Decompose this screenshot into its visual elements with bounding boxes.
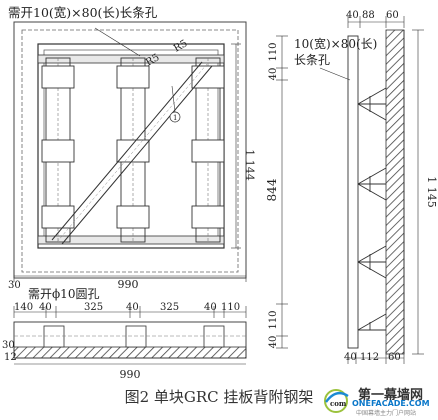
bottom-horizontal-bar bbox=[37, 235, 225, 245]
bottom-total-dimension: 990 bbox=[14, 363, 246, 381]
svg-text:1 145: 1 145 bbox=[425, 176, 438, 208]
side-view: 40 88 60 10(宽)×80(长) bbox=[265, 10, 438, 364]
svg-text:40: 40 bbox=[268, 336, 279, 349]
svg-text:325: 325 bbox=[160, 302, 179, 313]
section-hatch-strip bbox=[13, 346, 247, 359]
slot-note: 需开10(宽)×80(长)长条孔 bbox=[8, 5, 158, 20]
side-top-dimensions: 40 88 60 bbox=[346, 10, 405, 28]
svg-text:40: 40 bbox=[126, 302, 139, 313]
panel-outline bbox=[13, 21, 247, 279]
bottom-left-dim-b: 12 bbox=[4, 352, 17, 363]
logo-tagline: 中国幕墙主力门户网站 bbox=[356, 410, 417, 417]
site-logo: com 第一幕墙网 ONEFACADE.COM 中国幕墙主力门户网站 bbox=[322, 384, 432, 417]
svg-text:110: 110 bbox=[268, 310, 279, 329]
svg-text:40: 40 bbox=[268, 68, 279, 81]
svg-text:40: 40 bbox=[204, 302, 217, 313]
radius-label-b: R5 bbox=[172, 38, 190, 54]
height-dimension: 1 144 bbox=[231, 43, 256, 249]
svg-text:844: 844 bbox=[265, 178, 279, 201]
slot-leader bbox=[94, 27, 141, 57]
svg-text:1 144: 1 144 bbox=[243, 149, 256, 181]
logo-mark-icon: com bbox=[324, 389, 349, 413]
diagonal-brace bbox=[51, 61, 213, 245]
side-vertical-post bbox=[347, 35, 359, 349]
logo-main-text: 第一幕墙网 bbox=[358, 388, 424, 403]
bottom-left-dim-a: 30 bbox=[2, 340, 15, 351]
front-view: R5 R5 1 需开10(宽)×80(长)长条孔 1 144 990 30 bbox=[6, 4, 256, 301]
svg-text:1: 1 bbox=[173, 114, 177, 122]
svg-text:110: 110 bbox=[221, 302, 240, 313]
svg-text:325: 325 bbox=[84, 302, 103, 313]
side-slot-note-line2: 长条孔 bbox=[294, 53, 330, 67]
svg-text:40: 40 bbox=[39, 302, 52, 313]
svg-text:30: 30 bbox=[8, 280, 21, 291]
marker-circle: 1 bbox=[169, 85, 181, 123]
top-horizontal-bar bbox=[37, 54, 225, 64]
side-panel-hatched bbox=[385, 29, 405, 355]
side-bottom-dimensions: 40 112 60 bbox=[344, 352, 405, 364]
bottom-view: 140 40 325 40 325 40 110 30 12 990 bbox=[2, 302, 247, 381]
side-left-dimensions: 110 40 844 110 40 bbox=[265, 35, 288, 349]
bottom-dimensions: 140 40 325 40 325 40 110 bbox=[13, 302, 247, 318]
section-channels bbox=[43, 325, 225, 348]
width-dimension: 990 30 bbox=[8, 270, 247, 291]
figure-caption: 图2 单块GRC 挂板背附钢架 bbox=[124, 388, 314, 406]
svg-text:112: 112 bbox=[360, 352, 379, 363]
panel-inner-outline bbox=[21, 29, 239, 273]
svg-text:com: com bbox=[330, 399, 347, 408]
svg-text:88: 88 bbox=[362, 10, 375, 21]
svg-text:110: 110 bbox=[268, 42, 279, 61]
round-hole-note: 需开ϕ10圆孔 bbox=[28, 287, 99, 301]
svg-text:990: 990 bbox=[120, 368, 141, 381]
side-trusses bbox=[357, 87, 387, 331]
logo-sub-text: ONEFACADE.COM bbox=[352, 399, 430, 408]
svg-text:40: 40 bbox=[344, 352, 357, 363]
side-slot-note-line1: 10(宽)×80(长) bbox=[294, 36, 377, 51]
svg-text:40: 40 bbox=[346, 10, 359, 21]
anchor-plates bbox=[41, 65, 225, 229]
svg-text:60: 60 bbox=[386, 10, 399, 21]
side-height-dimension: 1 145 bbox=[412, 29, 438, 355]
svg-text:60: 60 bbox=[388, 352, 401, 363]
svg-text:140: 140 bbox=[14, 302, 33, 313]
svg-text:990: 990 bbox=[118, 278, 139, 291]
